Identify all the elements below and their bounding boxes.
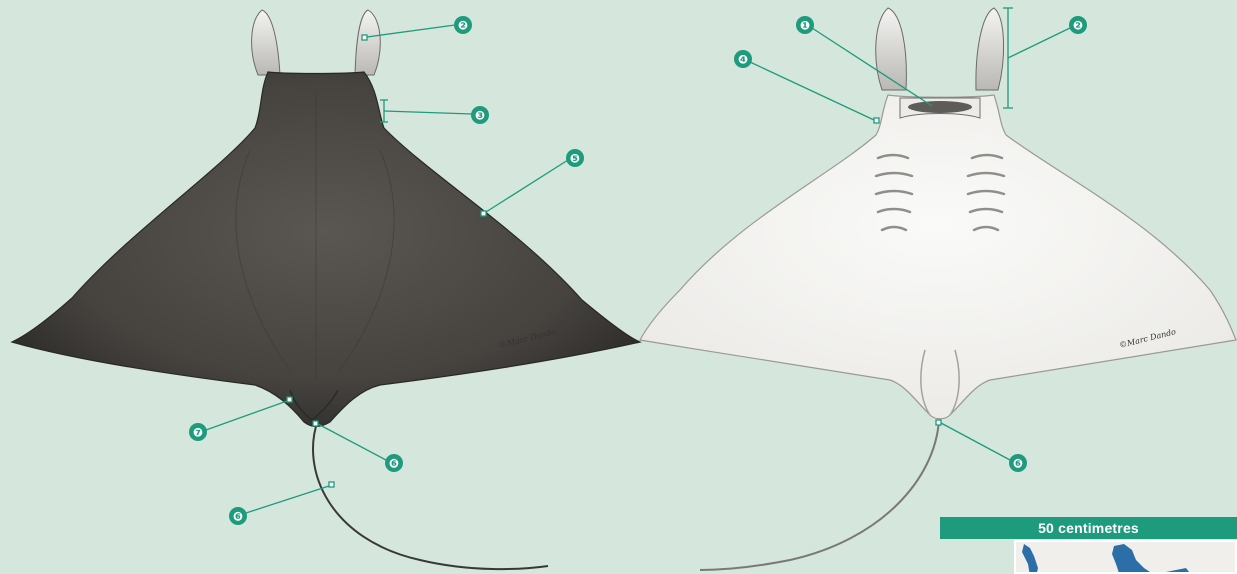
ventral-mouth-opening	[908, 101, 972, 113]
ventral-left-cephalic-lobe	[876, 8, 907, 90]
ventral-right-cephalic-lobe	[976, 8, 1004, 90]
svg-text:❹: ❹	[738, 53, 748, 67]
map-icon	[1016, 542, 1237, 574]
dorsal-view: ©Marc Dando	[12, 10, 640, 569]
callout-6-ventral: ❻	[1009, 454, 1027, 472]
svg-text:❷: ❷	[1073, 19, 1083, 33]
callout-7-dorsal: ❼	[189, 423, 207, 441]
svg-text:❼: ❼	[193, 426, 203, 440]
svg-text:❷: ❷	[458, 19, 468, 33]
callout-2-dorsal: ❷	[454, 16, 472, 34]
svg-text:❻: ❻	[1013, 457, 1023, 471]
scale-bar: 50 centimetres	[940, 517, 1237, 539]
svg-text:❶: ❶	[800, 19, 810, 33]
callout-6-dorsal-upper: ❻	[385, 454, 403, 472]
callout-3-dorsal: ❸	[471, 106, 489, 124]
distribution-map-thumbnail	[1014, 540, 1237, 574]
scale-bar-label: 50 centimetres	[1038, 520, 1139, 536]
ventral-body	[640, 95, 1236, 419]
ventral-tail	[700, 420, 939, 570]
dorsal-tail	[313, 420, 548, 569]
callout-1-ventral: ❶	[796, 16, 814, 34]
svg-text:❻: ❻	[389, 457, 399, 471]
dorsal-left-cephalic-lobe	[252, 10, 280, 75]
callout-6-dorsal-lower: ❻	[229, 507, 247, 525]
dorsal-right-cephalic-lobe	[355, 10, 380, 75]
svg-text:❻: ❻	[233, 510, 243, 524]
ventral-view: ©Marc Dando	[640, 8, 1236, 570]
dorsal-body	[12, 72, 640, 427]
svg-text:❺: ❺	[570, 152, 580, 166]
svg-text:❸: ❸	[475, 109, 485, 123]
callout-4-ventral: ❹	[734, 50, 752, 68]
callout-5-dorsal: ❺	[566, 149, 584, 167]
callout-2-ventral: ❷	[1069, 16, 1087, 34]
